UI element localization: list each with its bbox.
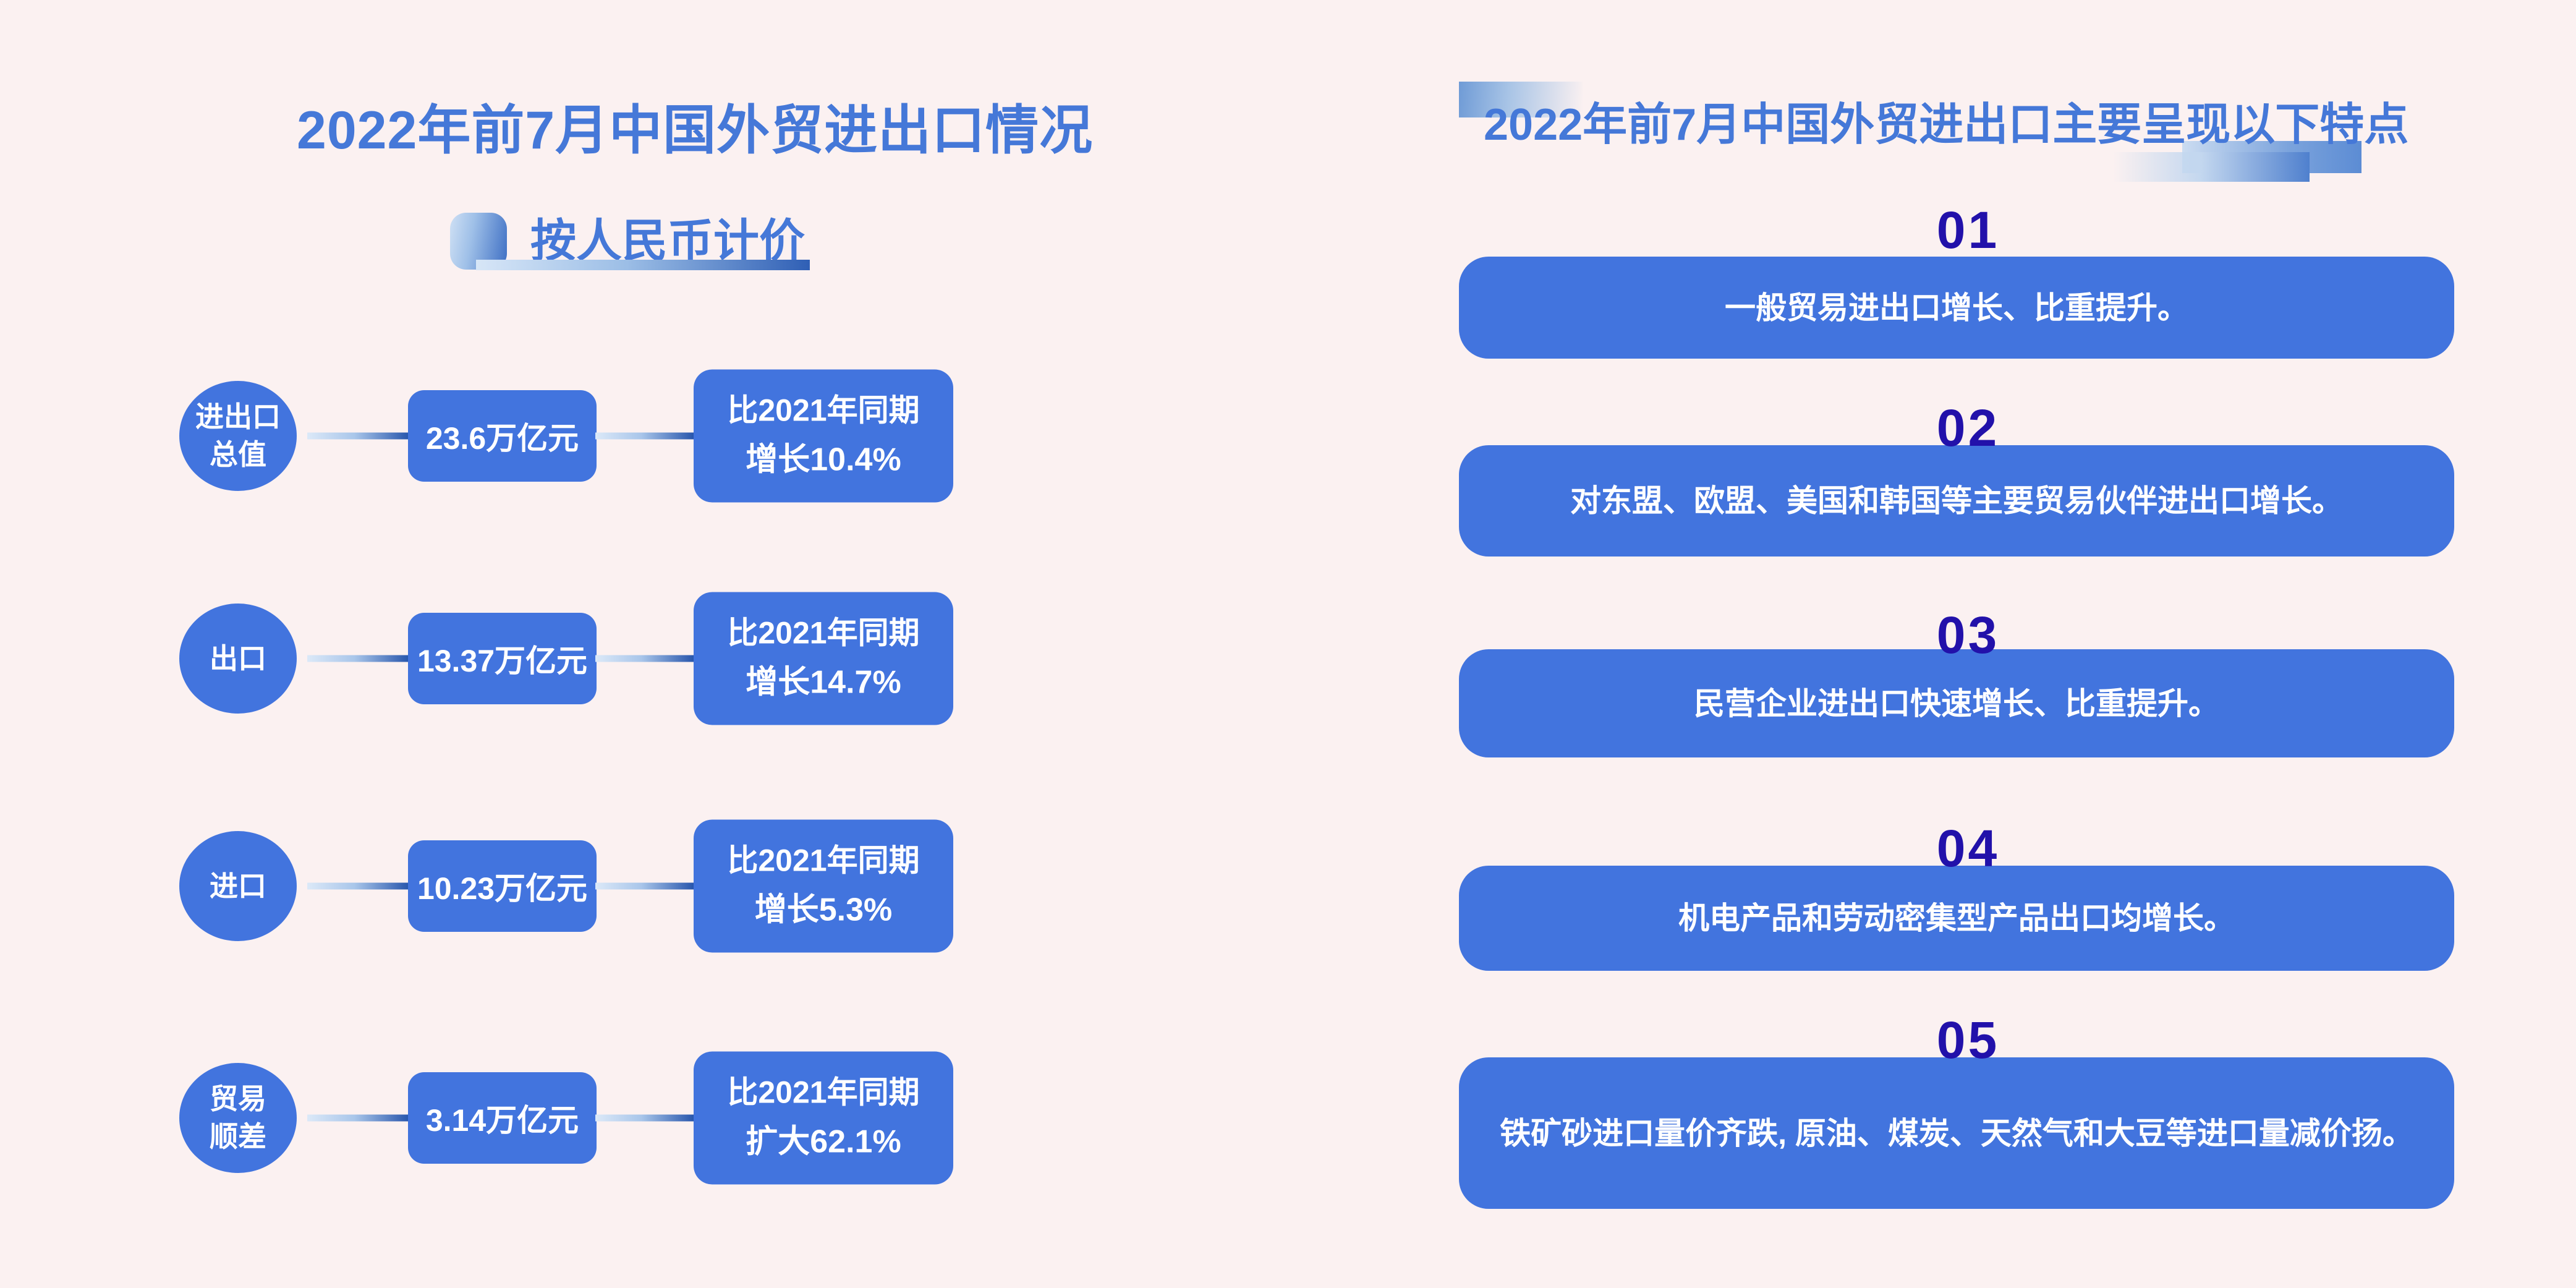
- row-label-line1: 贸易: [210, 1083, 266, 1115]
- row-change-line2: 增长5.3%: [754, 892, 893, 928]
- decorative-bar-top-left: [1459, 82, 1583, 117]
- feature-item: 01 一般贸易进出口增长、比重提升。: [1360, 204, 2576, 383]
- row-label-line1: 进口: [210, 869, 266, 902]
- feature-pill: 民营企业进出口快速增长、比重提升。: [1459, 649, 2454, 757]
- subtitle-underline-divider: [476, 260, 810, 270]
- row-value-pill: 23.6万亿元: [408, 390, 597, 482]
- connector-line-right: [595, 882, 697, 890]
- feature-item: 02 对东盟、欧盟、美国和韩国等主要贸易伙伴进出口增长。: [1360, 402, 2576, 587]
- right-panel: 2022年前7月中国外贸进出口主要呈现以下特点 01 一般贸易进出口增长、比重提…: [1360, 0, 2576, 1288]
- connector-line-left: [307, 882, 412, 890]
- feature-pill: 铁矿砂进口量价齐跌, 原油、煤炭、天然气和大豆等进口量减价扬。: [1459, 1057, 2454, 1209]
- feature-text: 机电产品和劳动密集型产品出口均增长。: [1678, 901, 2235, 936]
- connector-line-right: [595, 432, 697, 440]
- feature-pill: 机电产品和劳动密集型产品出口均增长。: [1459, 866, 2454, 971]
- left-page-title: 2022年前7月中国外贸进出口情况: [297, 101, 1094, 160]
- row-change-line2: 增长14.7%: [746, 664, 901, 701]
- connector-line-left: [307, 432, 412, 440]
- row-value-pill: 3.14万亿元: [408, 1072, 597, 1164]
- row-change-line1: 比2021年同期: [727, 1075, 920, 1110]
- decorative-bar-bottom-right-front: [2113, 152, 2310, 182]
- feature-item: 04 机电产品和劳动密集型产品出口均增长。: [1360, 822, 2576, 1008]
- left-panel: 2022年前7月中国外贸进出口情况 按人民币计价 进出口 总值 23.6万亿元 …: [0, 101, 1360, 1189]
- data-row: 进出口 总值 23.6万亿元 比2021年同期 增长10.4%: [0, 365, 1360, 507]
- connector-line-left: [307, 1114, 412, 1122]
- row-change-line2: 扩大62.1%: [746, 1124, 901, 1160]
- left-subtitle-group: 按人民币计价: [450, 208, 805, 275]
- feature-pill: 一般贸易进出口增长、比重提升。: [1459, 257, 2454, 359]
- feature-item: 03 民营企业进出口快速增长、比重提升。: [1360, 609, 2576, 795]
- feature-text: 对东盟、欧盟、美国和韩国等主要贸易伙伴进出口增长。: [1570, 484, 2343, 518]
- row-change-line1: 比2021年同期: [727, 843, 920, 878]
- feature-number: 02: [1936, 399, 2000, 457]
- connector-line-left: [307, 655, 412, 662]
- right-page-title: 2022年前7月中国外贸进出口主要呈现以下特点: [1484, 100, 2409, 150]
- row-label-ellipse: 进口: [179, 831, 297, 941]
- row-label-ellipse: 贸易 顺差: [179, 1063, 297, 1173]
- connector-line-right: [595, 655, 697, 662]
- row-label-line2: 总值: [210, 438, 266, 471]
- data-row: 进口 10.23万亿元 比2021年同期 增长5.3%: [0, 815, 1360, 957]
- left-subtitle-label: 按人民币计价: [530, 215, 805, 267]
- row-label-line2: 顺差: [210, 1120, 266, 1153]
- connector-line-right: [595, 1114, 697, 1122]
- feature-item: 05 铁矿砂进口量价齐跌, 原油、煤炭、天然气和大豆等进口量减价扬。: [1360, 1014, 2576, 1237]
- feature-number: 01: [1936, 201, 2000, 259]
- row-label-line1: 出口: [210, 642, 266, 675]
- row-label-line1: 进出口: [195, 401, 281, 433]
- row-change-card: 比2021年同期 增长5.3%: [694, 819, 953, 953]
- feature-number: 03: [1936, 606, 2000, 664]
- feature-text: 一般贸易进出口增长、比重提升。: [1725, 290, 2188, 325]
- feature-pill: 对东盟、欧盟、美国和韩国等主要贸易伙伴进出口增长。: [1459, 445, 2454, 557]
- row-value-pill: 13.37万亿元: [408, 613, 597, 704]
- row-label-ellipse: 出口: [179, 603, 297, 714]
- row-change-card: 比2021年同期 增长10.4%: [694, 369, 953, 503]
- right-header: 2022年前7月中国外贸进出口主要呈现以下特点: [1360, 68, 2576, 198]
- row-label-ellipse: 进出口 总值: [179, 381, 297, 491]
- feature-number: 04: [1936, 819, 2000, 877]
- feature-text: 铁矿砂进口量价齐跌, 原油、煤炭、天然气和大豆等进口量减价扬。: [1500, 1115, 2413, 1151]
- row-change-line1: 比2021年同期: [727, 393, 920, 428]
- row-change-line1: 比2021年同期: [727, 615, 920, 650]
- row-change-card: 比2021年同期 扩大62.1%: [694, 1051, 953, 1185]
- row-change-card: 比2021年同期 增长14.7%: [694, 592, 953, 725]
- row-value-pill: 10.23万亿元: [408, 840, 597, 932]
- data-row: 贸易 顺差 3.14万亿元 比2021年同期 扩大62.1%: [0, 1047, 1360, 1189]
- feature-number: 05: [1936, 1011, 2000, 1069]
- data-row: 出口 13.37万亿元 比2021年同期 增长14.7%: [0, 587, 1360, 730]
- feature-text: 民营企业进出口快速增长、比重提升。: [1694, 686, 2219, 721]
- row-change-line2: 增长10.4%: [746, 441, 901, 478]
